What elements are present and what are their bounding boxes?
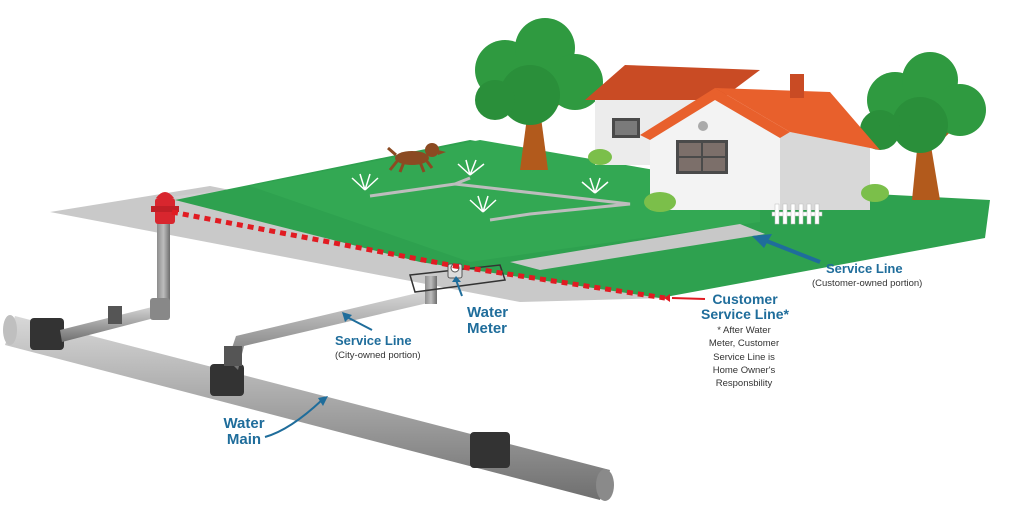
customer-service-line (171, 209, 666, 301)
water-main-label: Water Main (220, 416, 268, 448)
tree-icon (475, 18, 603, 170)
note-line: Home Owner's (712, 364, 776, 376)
water-meter-label: Water Meter (467, 305, 508, 337)
customer-service-line-label-line1: Customer (712, 291, 778, 307)
city-service-line-sublabel: (City-owned portion) (335, 350, 421, 361)
note-line: Meter, Customer (708, 338, 780, 350)
water-meter-label-line2: Meter (467, 319, 508, 337)
lawn (175, 140, 990, 298)
city-service-line-label: Service Line (335, 333, 412, 348)
tree-icon (860, 52, 986, 200)
fire-hydrant-icon (151, 192, 179, 224)
picket-fence-icon (771, 203, 823, 225)
dog-icon (387, 143, 446, 173)
note-line: Responsbility (715, 378, 773, 390)
customer-service-line-label: Customer Service Line* (680, 292, 810, 321)
house-icon (585, 65, 880, 210)
note-line: Service Line is (713, 351, 775, 363)
customer-service-line-owner-label: Service Line (826, 261, 903, 276)
water-main-label-line2: Main (226, 430, 262, 448)
pointer-arrows (264, 234, 821, 438)
hydrant-pipe (60, 222, 170, 342)
note-line: * After Water (717, 325, 771, 336)
water-main-pipe (3, 315, 614, 501)
customer-responsibility-note: * After Water Meter, Customer Service Li… (685, 324, 803, 390)
shrub-icon (588, 149, 889, 212)
water-main-label-line1: Water (223, 415, 265, 432)
sprinkler-icon (351, 159, 609, 213)
customer-service-line-label-line2: Service Line* (701, 305, 789, 322)
customer-service-line-owner-sublabel: (Customer-owned portion) (812, 278, 923, 289)
water-meter-label-line1: Water (467, 304, 509, 321)
